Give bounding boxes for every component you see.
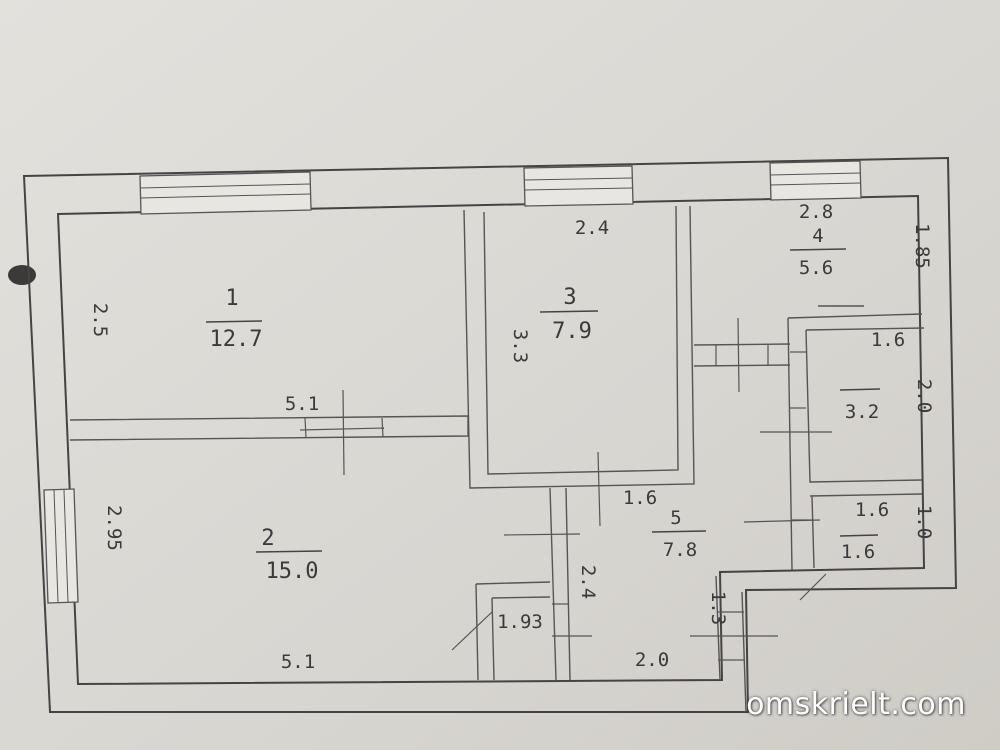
room-number: 3 xyxy=(563,285,576,310)
room-labels: 1 12.7 2 15.0 3 7.9 4 5.6 5 7.8 3.2 xyxy=(205,225,881,633)
dim-room4-width: 2.8 xyxy=(799,201,833,223)
dim-room3-width: 2.4 xyxy=(575,217,609,239)
dim-room4-height: 1.85 xyxy=(911,223,933,269)
dim-room1-height: 2.5 xyxy=(89,303,111,337)
room-5-label: 5 7.8 xyxy=(651,507,707,561)
room-area: 1.93 xyxy=(497,611,543,633)
wc-label: 1.6 xyxy=(839,534,879,563)
dim-room2-width: 5.1 xyxy=(281,651,315,673)
dim-corridor-length: 2.4 xyxy=(577,565,599,599)
room-area: 12.7 xyxy=(210,327,263,352)
room-4-label: 4 5.6 xyxy=(789,225,847,279)
room-area: 3.2 xyxy=(845,401,879,423)
dimension-labels: 2.5 5.1 2.95 5.1 2.4 3.3 2.8 1.85 1.6 2.… xyxy=(89,201,935,673)
dim-entry-width: 2.0 xyxy=(635,649,669,671)
windows xyxy=(43,160,862,604)
room-number: 5 xyxy=(670,507,681,529)
room-2-label: 2 15.0 xyxy=(255,526,323,584)
room-area: 5.6 xyxy=(799,257,833,279)
window-room1 xyxy=(139,171,312,215)
dim-bath-height: 2.0 xyxy=(913,379,935,413)
dim-wc-height: 1.0 xyxy=(913,505,935,539)
bathroom-label: 3.2 xyxy=(839,388,881,423)
watermark-text: omskrielt.com xyxy=(746,687,966,722)
room-1-label: 1 12.7 xyxy=(205,286,263,352)
dim-room1-width: 5.1 xyxy=(285,393,319,415)
room-number: 2 xyxy=(261,526,274,551)
room-area: 15.0 xyxy=(266,559,319,584)
room-area: 1.6 xyxy=(841,541,875,563)
window-room4 xyxy=(769,160,862,201)
interior-walls xyxy=(69,205,925,713)
dim-room2-height: 2.95 xyxy=(103,505,125,551)
room-number: 1 xyxy=(225,286,238,311)
window-room3 xyxy=(523,165,634,207)
dim-room3-height: 3.3 xyxy=(509,329,531,363)
closet-label: 1.93 xyxy=(497,611,543,633)
room-number: 4 xyxy=(812,225,823,247)
room-3-label: 3 7.9 xyxy=(539,285,599,344)
dim-entry-depth: 1.3 xyxy=(707,591,729,625)
window-room2 xyxy=(43,488,79,604)
dim-bath-width: 1.6 xyxy=(871,329,905,351)
room-area: 7.9 xyxy=(552,319,592,344)
dim-wc-width: 1.6 xyxy=(855,499,889,521)
room-area: 7.8 xyxy=(663,539,697,561)
dim-hall-width: 1.6 xyxy=(623,487,657,509)
outer-walls xyxy=(22,156,958,713)
punch-hole-icon xyxy=(8,265,36,285)
